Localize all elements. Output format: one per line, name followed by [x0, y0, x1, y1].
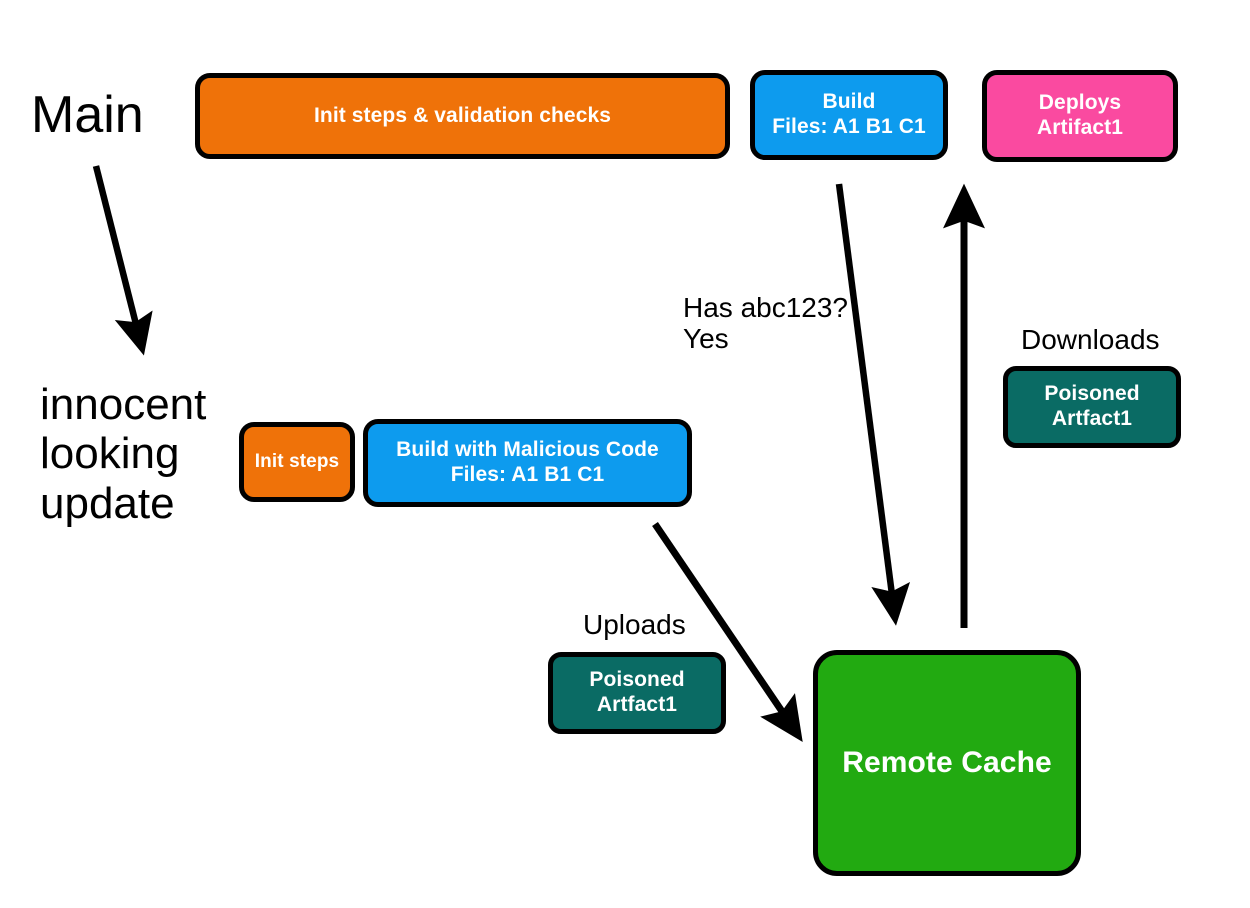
- main-to-update-arrow: [92, 165, 153, 356]
- main-deploys-artifact-node[interactable]: Deploys Artifact1: [982, 70, 1178, 162]
- edge-label-downloads: Downloads: [1021, 324, 1160, 355]
- edge-label-has-abc123: Has abc123? Yes: [683, 292, 849, 355]
- cache-lookup-arrow: [835, 183, 911, 626]
- lane-label-main: Main: [31, 86, 144, 144]
- poisoned-artifact-upload-node[interactable]: Poisoned Artfact1: [548, 652, 726, 734]
- remote-cache-node[interactable]: Remote Cache: [813, 650, 1081, 876]
- edge-label-uploads: Uploads: [583, 609, 686, 640]
- poisoned-artifact-download-node[interactable]: Poisoned Artfact1: [1003, 366, 1181, 448]
- pr-init-steps-node[interactable]: Init steps: [239, 422, 355, 502]
- main-init-steps-node[interactable]: Init steps & validation checks: [195, 73, 730, 159]
- pr-malicious-build-node[interactable]: Build with Malicious Code Files: A1 B1 C…: [363, 419, 692, 507]
- lane-label-innocent-update: innocent looking update: [40, 380, 207, 528]
- main-build-node[interactable]: Build Files: A1 B1 C1: [750, 70, 948, 160]
